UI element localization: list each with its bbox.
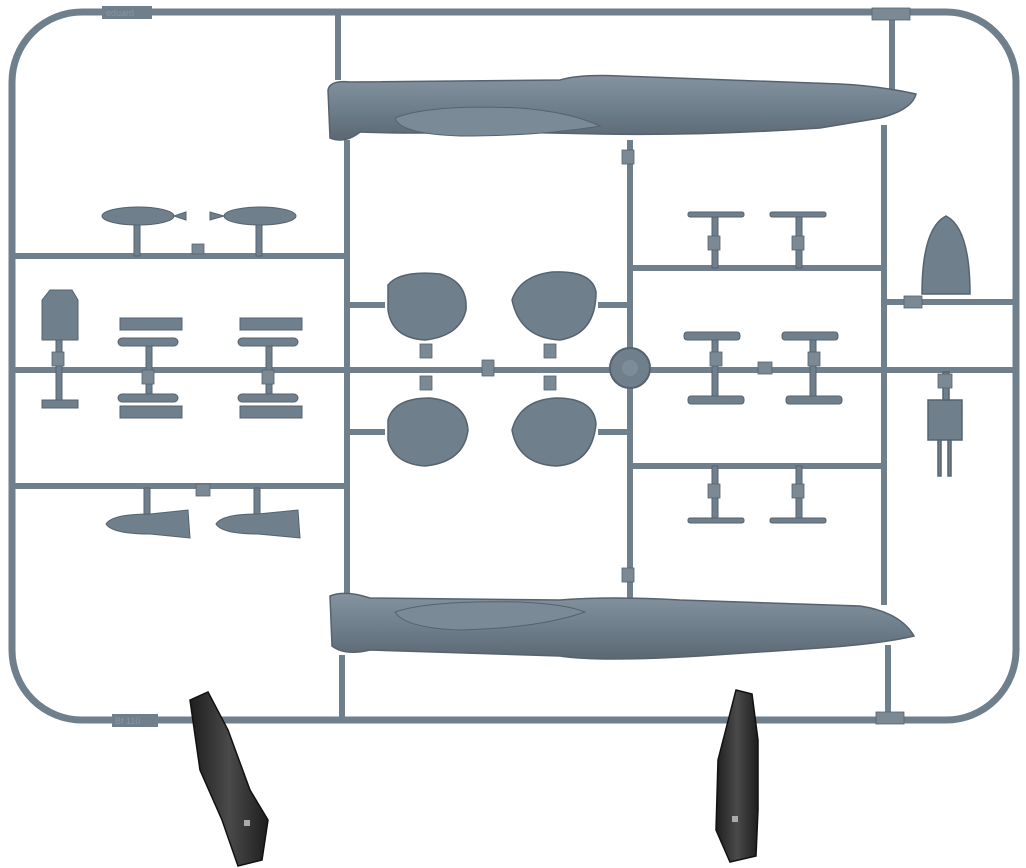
model-tab xyxy=(112,714,158,727)
bombs xyxy=(105,487,301,539)
model-mark-text: Bf 110 xyxy=(115,716,140,726)
tail-fins xyxy=(387,271,597,467)
part-number-tags xyxy=(51,7,953,725)
stand-clips xyxy=(189,689,759,867)
clip-rivet xyxy=(244,820,250,826)
fuselage-half-lower xyxy=(329,592,916,660)
runners xyxy=(12,15,1016,718)
drop-tanks xyxy=(101,206,297,257)
sprue-frame xyxy=(8,8,1020,724)
seat-part xyxy=(41,289,79,409)
clip-rivet xyxy=(732,816,738,822)
exhaust-parts xyxy=(117,317,303,419)
stand-clip-right xyxy=(715,689,759,863)
brand-mark-text: eduard xyxy=(106,8,134,18)
spinner-part xyxy=(921,215,971,477)
wing-root-upper xyxy=(394,106,602,137)
wing-root-lower xyxy=(394,601,587,631)
sprue-hub-center xyxy=(622,360,638,376)
brand-tab xyxy=(102,6,152,19)
